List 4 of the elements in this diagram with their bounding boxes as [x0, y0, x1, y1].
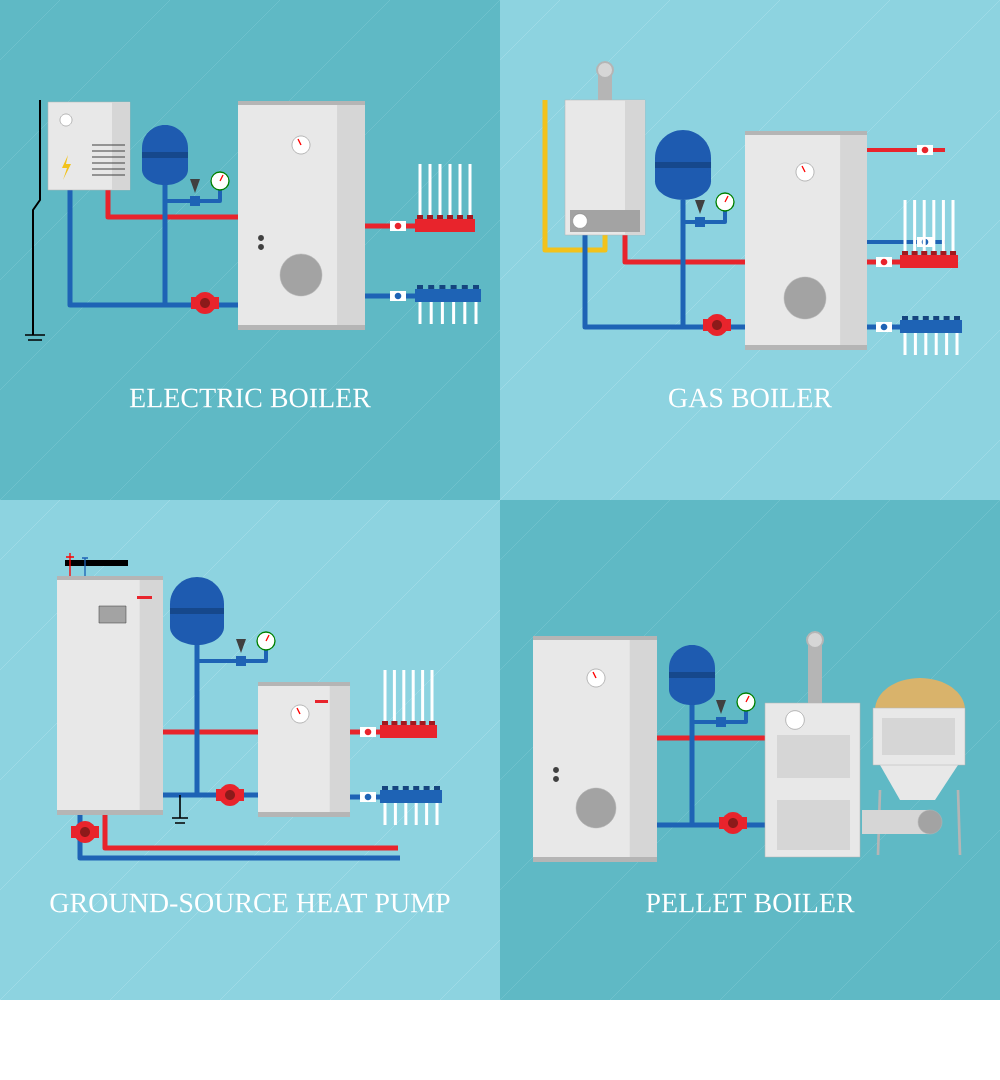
panel-title: PELLET BOILER	[646, 893, 855, 913]
panel-title: ELECTRIC BOILER	[129, 388, 371, 408]
panel-title: GAS BOILER	[669, 388, 832, 408]
panel-title: GROUND-SOURCE HEAT PUMP	[50, 893, 450, 913]
